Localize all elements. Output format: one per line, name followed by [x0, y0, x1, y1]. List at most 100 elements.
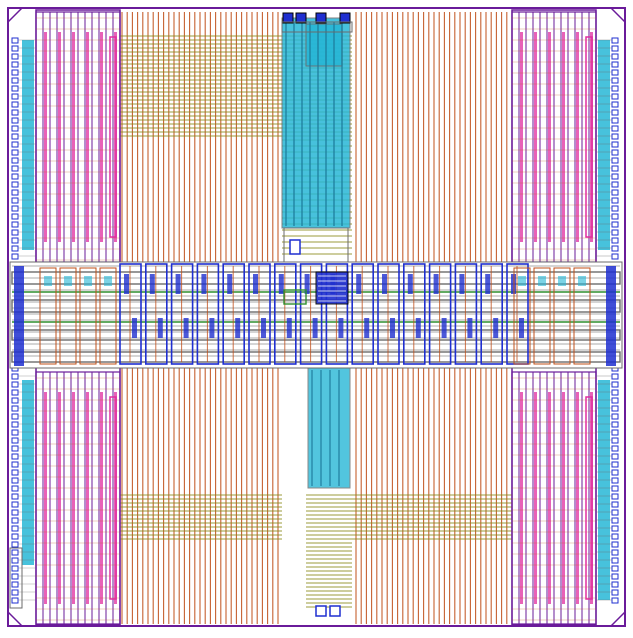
io-pad-right — [611, 437, 619, 444]
io-pad-right — [611, 237, 619, 244]
left-cyan-bar — [22, 380, 34, 565]
io-pad-right — [611, 125, 619, 132]
io-pad-right — [611, 141, 619, 148]
io-pad-left — [11, 133, 19, 140]
io-pad-left — [11, 93, 19, 100]
io-pad-right — [611, 37, 619, 44]
left-cyan-bar — [22, 40, 34, 250]
io-pad-left — [11, 477, 19, 484]
decoder-cell — [289, 239, 301, 255]
control-gate — [382, 274, 387, 294]
io-pad-left — [11, 125, 19, 132]
io-pad-right — [611, 541, 619, 548]
io-pad-left — [11, 421, 19, 428]
io-pad-right — [611, 565, 619, 572]
nwell-stripe — [58, 32, 61, 242]
io-pad-right — [611, 597, 619, 604]
top-pad — [295, 12, 307, 24]
band-diff — [84, 276, 92, 286]
io-pad-left — [11, 53, 19, 60]
io-pad-right — [611, 133, 619, 140]
io-pad-left — [11, 141, 19, 148]
io-pad-right — [611, 245, 619, 252]
die-outline — [7, 7, 626, 627]
io-pad-right — [611, 173, 619, 180]
io-pad-right — [611, 405, 619, 412]
io-pad-right — [611, 69, 619, 76]
io-pad-right — [611, 445, 619, 452]
io-pad-left — [11, 493, 19, 500]
io-pad-right — [611, 45, 619, 52]
io-pad-right — [611, 149, 619, 156]
array-guard — [585, 396, 593, 600]
control-gate — [433, 274, 439, 294]
nwell-stripe — [86, 392, 89, 604]
io-pad-left — [11, 573, 19, 580]
nwell-stripe — [520, 32, 523, 242]
decoder-columns — [281, 17, 351, 489]
io-pad-left — [11, 101, 19, 108]
io-pad-right — [611, 373, 619, 380]
io-pad-right — [611, 213, 619, 220]
io-pad-left — [11, 221, 19, 228]
right-cyan-bar — [598, 380, 610, 600]
nwell-stripe — [44, 392, 47, 604]
band-diff — [104, 276, 112, 286]
right-band-pad — [606, 266, 616, 366]
control-cell — [377, 263, 400, 365]
io-pad-right — [611, 509, 619, 516]
control-cell — [273, 263, 297, 365]
io-pad-left — [11, 189, 19, 196]
control-gate — [519, 318, 524, 338]
band-array-cell — [79, 267, 97, 365]
band-diff — [44, 276, 52, 286]
bottom-pad — [329, 605, 341, 617]
control-gate — [235, 318, 241, 338]
control-cell — [402, 263, 426, 365]
control-cell — [248, 263, 271, 365]
io-pad-right — [611, 197, 619, 204]
control-gate — [227, 274, 233, 294]
io-pad-right — [611, 77, 619, 84]
die-layout — [7, 7, 626, 627]
io-pad-left — [11, 413, 19, 420]
io-pad-left — [11, 453, 19, 460]
central-control-block — [315, 271, 349, 305]
io-pad-right — [611, 381, 619, 388]
corner-bevel — [610, 611, 626, 627]
io-pad-left — [11, 509, 19, 516]
io-pad-left — [11, 541, 19, 548]
corner-bevel — [610, 7, 626, 23]
io-pad-left — [11, 565, 19, 572]
band-diff — [518, 276, 526, 286]
control-gate — [261, 318, 266, 338]
control-gate — [390, 318, 395, 338]
control-cell — [119, 263, 142, 365]
nwell-stripe — [534, 32, 537, 242]
control-gate — [441, 318, 447, 338]
io-pad-right — [611, 253, 619, 260]
io-pad-left — [11, 469, 19, 476]
io-pad-right — [611, 53, 619, 60]
io-pad-left — [11, 229, 19, 236]
io-pad-right — [611, 189, 619, 196]
io-pad-left — [11, 389, 19, 396]
io-pad-right — [611, 421, 619, 428]
nwell-stripe — [520, 392, 523, 604]
control-cell — [145, 263, 168, 365]
bottom-pad — [315, 605, 327, 617]
io-pad-right — [611, 157, 619, 164]
io-pad-right — [611, 533, 619, 540]
band-diff — [64, 276, 72, 286]
io-pad-right — [611, 181, 619, 188]
io-pad-left — [11, 237, 19, 244]
nwell-stripe — [58, 392, 61, 604]
control-cell — [454, 263, 478, 365]
control-gate — [304, 274, 310, 294]
io-pad-right — [611, 165, 619, 172]
io-pad-left — [11, 165, 19, 172]
io-pad-left — [11, 45, 19, 52]
band-array-cell — [553, 267, 571, 365]
band-array-cell — [99, 267, 117, 365]
io-pad-right — [611, 501, 619, 508]
